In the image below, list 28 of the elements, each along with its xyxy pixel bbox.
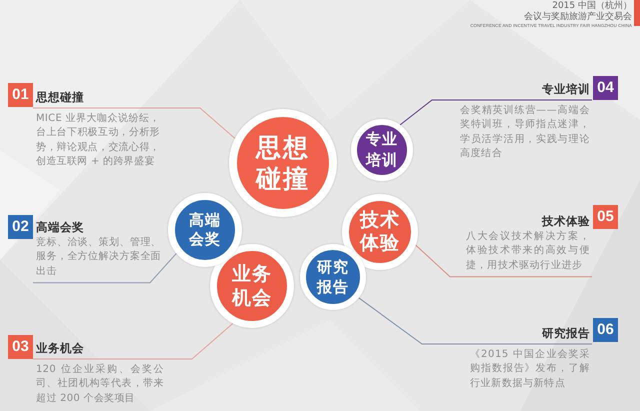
item-text: 竞标、洽谈、策划、管理、服务，全方位解决方案全面出击 <box>36 236 161 279</box>
number-badge: 05 <box>593 205 618 229</box>
number-badge: 02 <box>8 215 33 239</box>
number-badge: 01 <box>8 83 33 107</box>
topic-circle: 思想碰撞 <box>229 109 337 217</box>
header-title: 2015 中国（杭州） <box>552 1 632 12</box>
number-badge: 06 <box>593 318 618 342</box>
header-subtitle: 会议与奖励旅游产业交易会 <box>524 12 632 23</box>
item-text: MICE 业界大咖众说纷纭，台上台下积极互动，分析形势，辩论观点，交流心得，创造互联网 + 的跨界盛宴 <box>36 112 160 170</box>
item-text: 会奖精英训练营——高端会奖特训班，导师指点迷津，学员活学活用，实践与理论高度结合 <box>460 104 590 162</box>
number-badge: 03 <box>8 335 33 359</box>
leader-line <box>32 252 177 284</box>
number-badge: 04 <box>593 76 618 100</box>
item-heading: 研究报告 <box>542 325 590 341</box>
item-heading: 高端会奖 <box>36 219 84 235</box>
item-text: 120 位企业采购、会奖公司、社团机构等代表，带来超过 200 个会奖项目 <box>36 363 164 406</box>
leader-line <box>32 108 236 139</box>
item-heading: 业务机会 <box>36 340 84 356</box>
item-heading: 技术体验 <box>542 213 590 229</box>
leader-line <box>415 244 592 278</box>
topic-circle: 专业培训 <box>351 119 413 181</box>
item-text: 《2015 中国企业会奖采购指数报告》发布，了解行业新数据与新特点 <box>470 348 590 391</box>
item-heading: 思想碰撞 <box>36 89 84 105</box>
leader-line <box>32 322 234 360</box>
item-text: 八大会议技术解决方案，体验技术带来的高效与便捷，用技术驱动行业进步 <box>466 230 590 273</box>
leader-line <box>400 100 592 126</box>
item-heading: 专业培训 <box>542 81 590 97</box>
leader-line <box>358 297 592 344</box>
